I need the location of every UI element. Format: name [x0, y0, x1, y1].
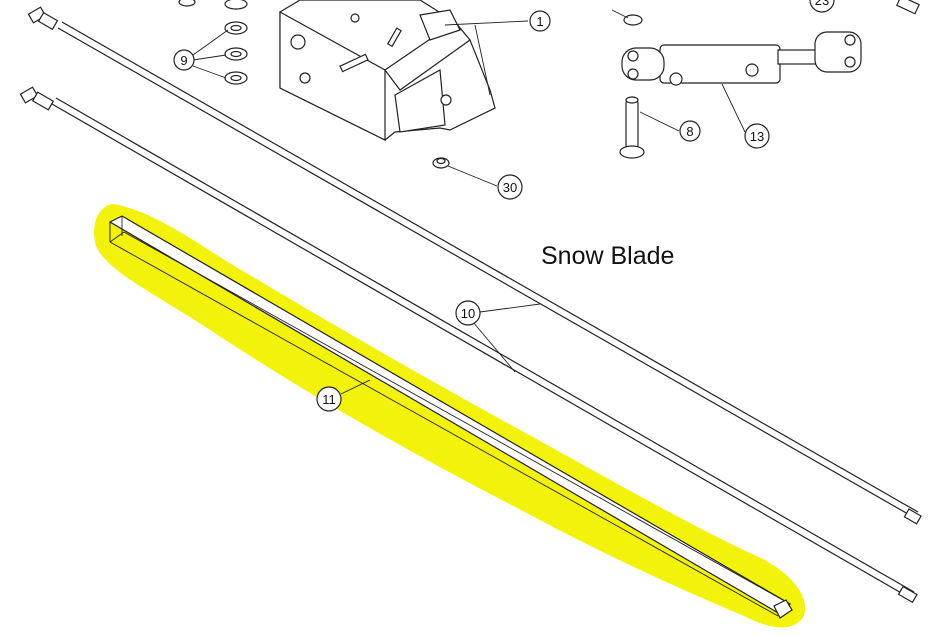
callout-1-label: 1 — [536, 14, 543, 29]
hose-fitting-icon — [27, 6, 59, 31]
callout-8-label: 8 — [686, 124, 693, 139]
part-1-bracket — [279, 0, 496, 141]
callout-11: 11 — [316, 386, 342, 412]
callout-8: 8 — [679, 120, 701, 142]
leader-lines — [192, 9, 746, 395]
part-23-fitting — [896, 0, 920, 15]
callout-30: 30 — [497, 174, 523, 200]
part-9-washers — [178, 0, 248, 85]
part-11-tube — [108, 215, 793, 619]
callout-10: 10 — [455, 300, 481, 326]
callout-30-label: 30 — [503, 180, 517, 195]
callout-23: 23 — [809, 0, 835, 13]
hose-fitting-icon — [897, 585, 918, 604]
part-clip — [623, 14, 643, 26]
part-13-cylinder — [621, 31, 862, 86]
callout-9: 9 — [173, 49, 195, 71]
callout-23-label: 23 — [815, 0, 829, 8]
part-30-nut — [432, 157, 450, 169]
hose-fitting-icon — [903, 508, 922, 525]
part-8-pin — [619, 96, 645, 159]
part-10-hose-lower — [19, 86, 918, 604]
callout-13: 13 — [744, 123, 770, 149]
part-10-hose-upper — [27, 6, 922, 525]
callout-11-label: 11 — [322, 392, 336, 407]
callout-9-label: 9 — [180, 53, 187, 68]
callout-13-label: 13 — [750, 129, 764, 144]
callout-1: 1 — [529, 10, 551, 32]
callout-10-label: 10 — [461, 306, 475, 321]
hose-fitting-icon — [19, 86, 55, 111]
diagram-title: Snow Blade — [541, 242, 674, 270]
